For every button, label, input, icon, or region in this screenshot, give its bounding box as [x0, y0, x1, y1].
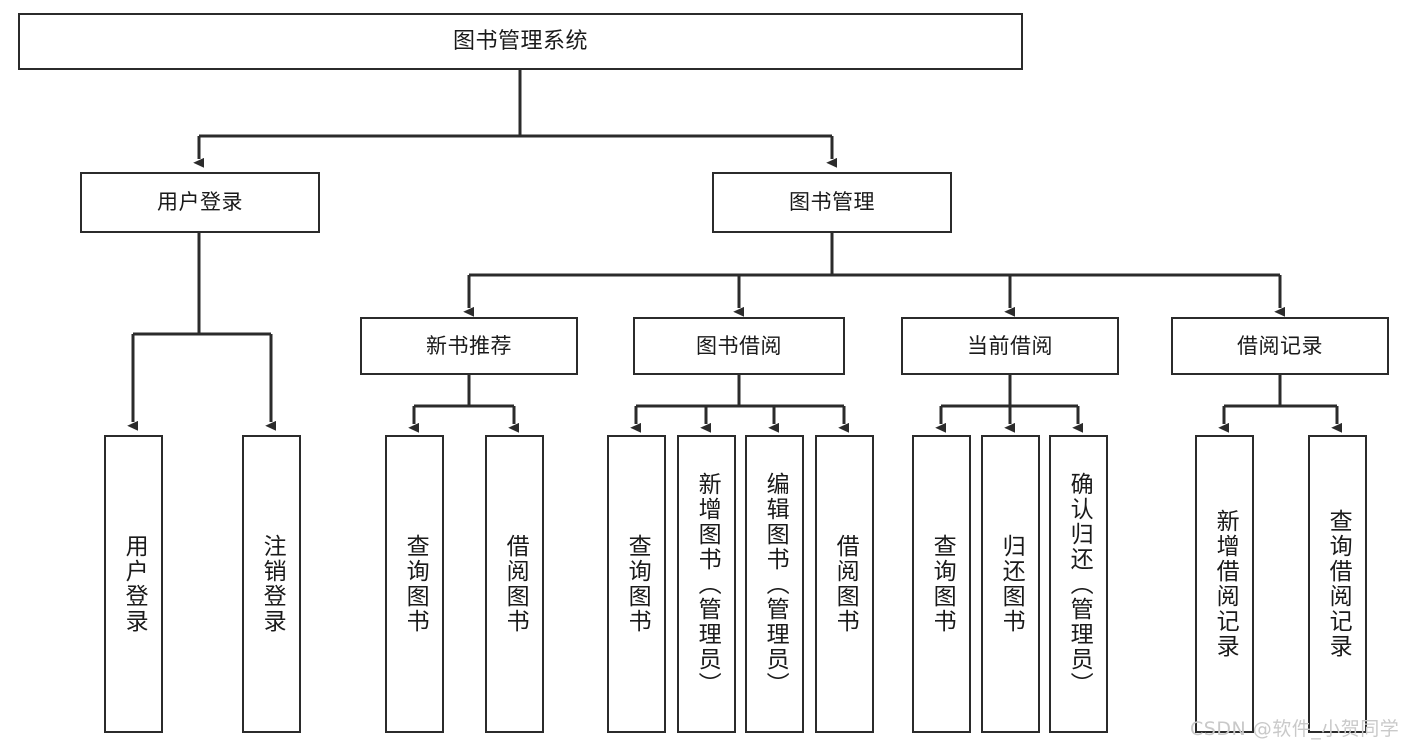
node-label: 借阅图书 — [832, 534, 859, 634]
node-label: 查询图书 — [929, 534, 956, 634]
node-user-login[interactable]: 用户登录 — [80, 172, 320, 233]
leaf-borrow-book[interactable]: 借阅图书 — [815, 435, 874, 733]
node-label: 注销登录 — [259, 534, 286, 634]
leaf-return-book[interactable]: 归还图书 — [981, 435, 1040, 733]
leaf-query-book-borrow[interactable]: 查询图书 — [607, 435, 666, 733]
leaf-query-book-current[interactable]: 查询图书 — [912, 435, 971, 733]
node-label: 图书借阅 — [696, 333, 782, 358]
leaf-edit-book-admin[interactable]: 编辑图书（管理员） — [745, 435, 804, 733]
node-label: 借阅记录 — [1237, 333, 1323, 358]
leaf-add-borrow-record[interactable]: 新增借阅记录 — [1195, 435, 1254, 733]
node-label: 新书推荐 — [426, 333, 512, 358]
node-label: 图书管理 — [789, 190, 875, 214]
node-root-book-management-system[interactable]: 图书管理系统 — [18, 13, 1023, 70]
leaf-query-book-recommend[interactable]: 查询图书 — [385, 435, 444, 733]
leaf-borrow-book-recommend[interactable]: 借阅图书 — [485, 435, 544, 733]
leaf-logout[interactable]: 注销登录 — [242, 435, 301, 733]
leaf-user-login[interactable]: 用户登录 — [104, 435, 163, 733]
node-label: 用户登录 — [157, 190, 243, 214]
node-book-borrow[interactable]: 图书借阅 — [633, 317, 845, 375]
node-label: 新增图书（管理员） — [694, 471, 721, 697]
node-label: 新增借阅记录 — [1212, 509, 1239, 659]
node-borrow-record[interactable]: 借阅记录 — [1171, 317, 1389, 375]
node-label: 图书管理系统 — [452, 28, 588, 54]
leaf-query-borrow-record[interactable]: 查询借阅记录 — [1308, 435, 1367, 733]
node-label: 归还图书 — [998, 534, 1025, 634]
node-current-borrow[interactable]: 当前借阅 — [901, 317, 1119, 375]
node-label: 用户登录 — [121, 534, 148, 634]
csdn-watermark: CSDN @软件_小贺同学 — [1190, 718, 1400, 740]
node-book-management[interactable]: 图书管理 — [712, 172, 952, 233]
node-label: 借阅图书 — [502, 534, 529, 634]
leaf-confirm-return-admin[interactable]: 确认归还（管理员） — [1049, 435, 1108, 733]
node-label: 查询借阅记录 — [1325, 509, 1352, 659]
node-label: 查询图书 — [624, 534, 651, 634]
node-new-book-recommend[interactable]: 新书推荐 — [360, 317, 578, 375]
leaf-add-book-admin[interactable]: 新增图书（管理员） — [677, 435, 736, 733]
node-label: 编辑图书（管理员） — [762, 471, 789, 697]
node-label: 确认归还（管理员） — [1066, 471, 1093, 697]
node-label: 查询图书 — [402, 534, 429, 634]
node-label: 当前借阅 — [967, 333, 1053, 358]
